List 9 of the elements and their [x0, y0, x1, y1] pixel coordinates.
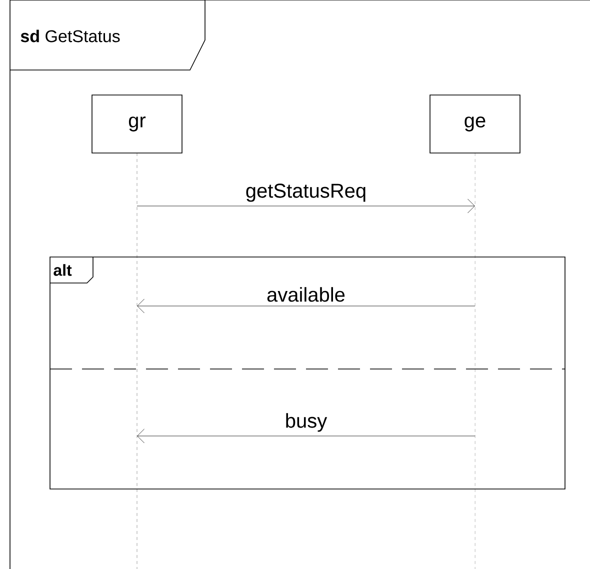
message-arrow	[137, 428, 476, 444]
message-label: getStatusReq	[244, 182, 368, 203]
message-label: busy	[284, 412, 328, 433]
message-arrow	[136, 198, 475, 214]
lifeline: ge	[430, 94, 520, 569]
lifeline: gr	[92, 94, 182, 569]
fragment-tab: alt	[50, 256, 94, 284]
message-label: available	[266, 286, 346, 303]
message-arrow	[137, 298, 476, 314]
